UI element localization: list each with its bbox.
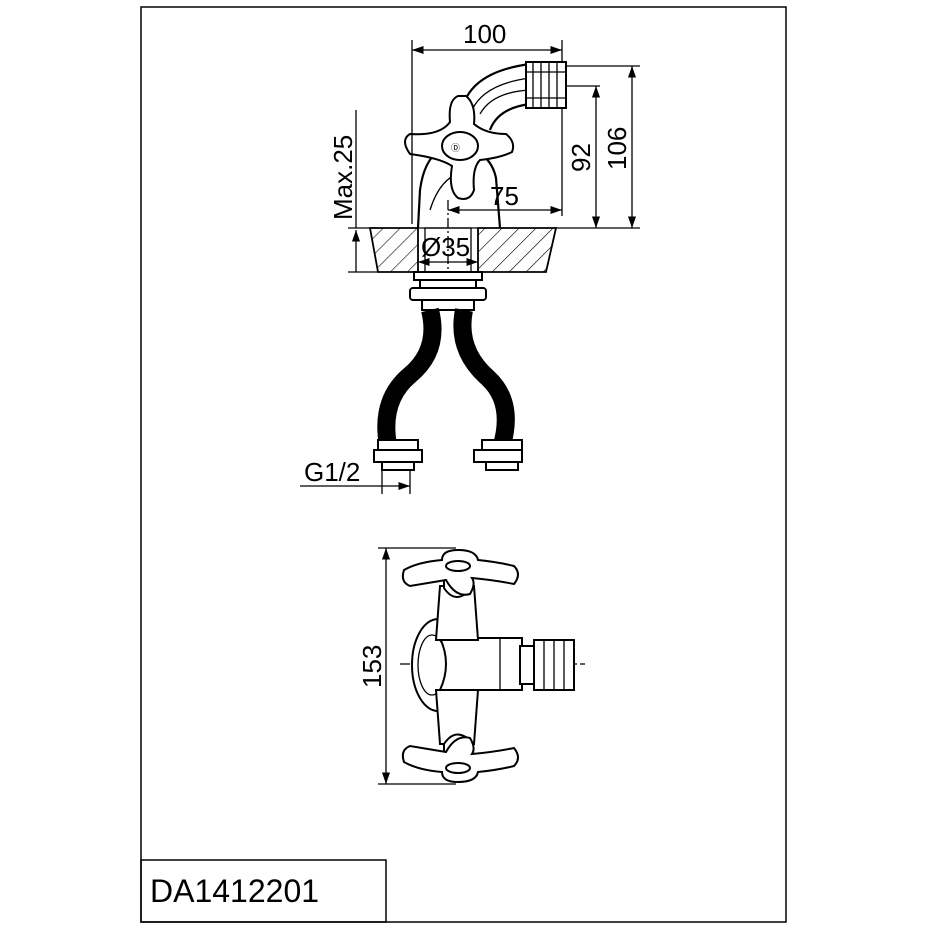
countertop-section-left <box>368 227 419 273</box>
plan-view: 153 <box>357 547 585 785</box>
dim-width-top: 100 <box>463 19 506 49</box>
elevation-view: Ⓓ 100 106 92 <box>300 19 640 494</box>
svg-text:Ⓓ: Ⓓ <box>451 143 460 153</box>
fitting-left <box>373 439 423 471</box>
dim-hole-diameter: Ø35 <box>421 232 470 262</box>
drawing-frame <box>140 6 787 923</box>
dim-height-spout: 92 <box>566 143 596 172</box>
dim-height-total: 106 <box>602 127 632 170</box>
cross-handle-elevation: Ⓓ <box>404 95 515 200</box>
dim-spout-reach: 75 <box>490 181 519 211</box>
title-block <box>140 859 387 923</box>
dim-plan-length: 153 <box>357 645 387 688</box>
cross-handle-plan-top <box>401 548 519 596</box>
fitting-right <box>473 439 523 471</box>
aerator <box>525 61 567 109</box>
model-code-label: DA1412201 <box>150 873 319 909</box>
dim-max-deck: Max.25 <box>328 135 358 220</box>
dim-thread: G1/2 <box>304 457 360 487</box>
cross-handle-plan-bottom <box>401 736 519 784</box>
countertop-section-right <box>477 227 558 273</box>
